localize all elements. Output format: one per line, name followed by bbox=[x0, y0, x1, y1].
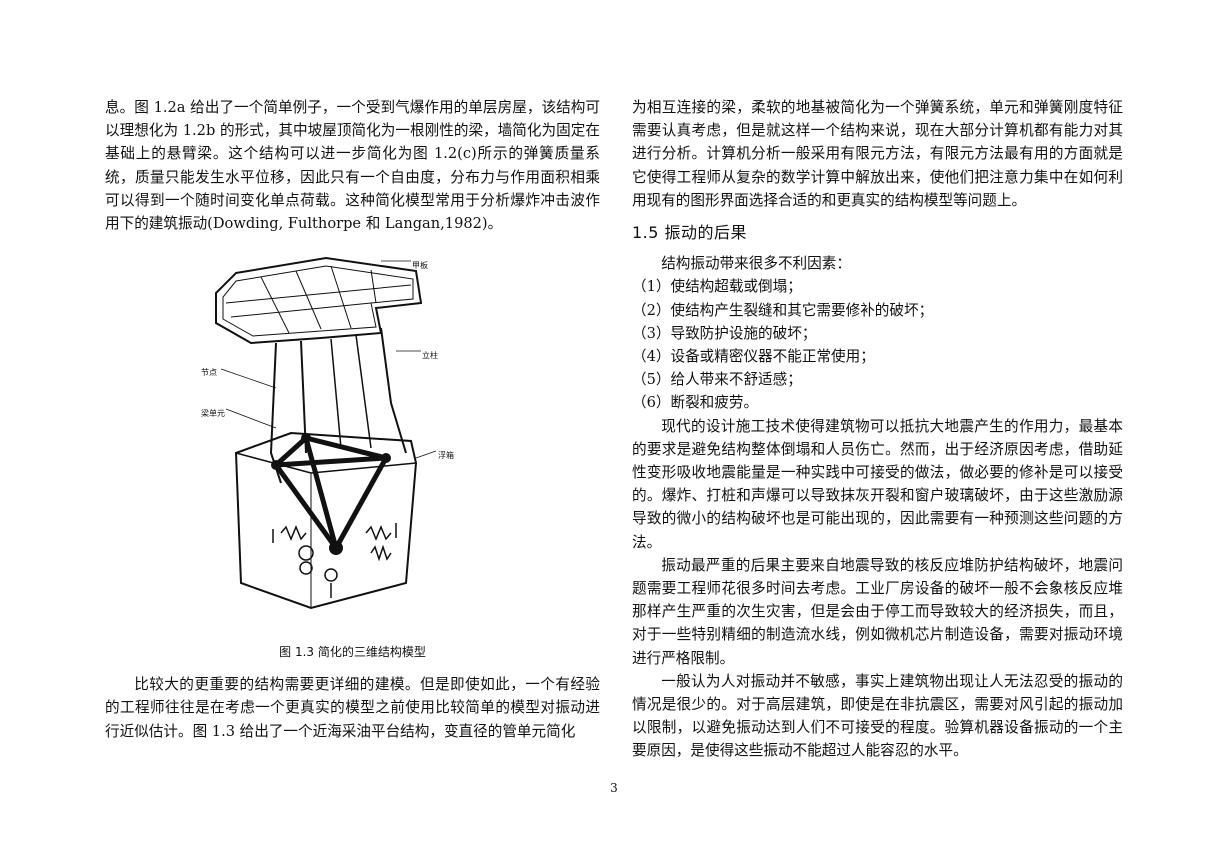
page-number: 3 bbox=[610, 781, 618, 795]
section-heading: 1.5 振动的后果 bbox=[632, 223, 748, 243]
right-column: 为相互连接的梁，柔软的地基被简化为一个弹簧系统，单元和弹簧刚度特征需要认真考虑，… bbox=[632, 96, 1123, 763]
list-item: （6）断裂和疲劳。 bbox=[632, 394, 759, 412]
consequence-list: （1）使结构超载或倒塌； （2）使结构产生裂缝和其它需要修补的破坏； （3）导致… bbox=[632, 275, 1123, 414]
label-node: 节点 bbox=[201, 368, 217, 378]
label-pontoon: 浮箱 bbox=[438, 451, 454, 461]
list-item: （2）使结构产生裂缝和其它需要修补的破坏； bbox=[632, 301, 934, 319]
figure-caption: 图 1.3 简化的三维结构模型 bbox=[279, 645, 426, 660]
paragraph: 为相互连接的梁，柔软的地基被简化为一个弹簧系统，单元和弹簧刚度特征需要认真考虑，… bbox=[632, 99, 1123, 209]
figure-platform-model: 甲板 立柱 节点 梁单元 浮箱 图 1.3 简化的三维结构模型 bbox=[105, 253, 600, 673]
label-column: 立柱 bbox=[422, 351, 438, 361]
list-item: （1）使结构超载或倒塌； bbox=[632, 278, 802, 296]
left-column: 息。图 1.2a 给出了一个简单例子，一个受到气爆作用的单层房屋，该结构可以理想… bbox=[105, 96, 600, 743]
label-beam: 梁单元 bbox=[201, 409, 225, 419]
paragraph: 结构振动带来很多不利因素： bbox=[661, 255, 851, 273]
paragraph: 现代的设计施工技术使得建筑物可以抵抗大地震产生的作用力，最基本的要求是避免结构整… bbox=[632, 417, 1123, 551]
paragraph: 一般认为人对振动并不敏感，事实上建筑物出现让人无法忍受的振动的情况是很少的。对于… bbox=[632, 672, 1123, 760]
paragraph: 息。图 1.2a 给出了一个简单例子，一个受到气爆作用的单层房屋，该结构可以理想… bbox=[105, 99, 600, 233]
pontoon-outline bbox=[234, 432, 418, 610]
label-deck: 甲板 bbox=[412, 261, 428, 271]
platform-diagram bbox=[215, 257, 437, 610]
list-item: （5）给人带来不舒适感； bbox=[632, 371, 802, 389]
paragraph: 比较大的更重要的结构需要更详细的建模。但是即使如此，一个有经验的工程师往往是在考… bbox=[105, 676, 600, 740]
paragraph: 振动最严重的后果主要来自地震导致的核反应堆防护结构破坏，地震问题需要工程师花很多… bbox=[632, 556, 1123, 667]
list-item: （3）导致防护设施的破坏； bbox=[632, 324, 817, 342]
list-item: （4）设备或精密仪器不能正常使用； bbox=[632, 348, 875, 366]
